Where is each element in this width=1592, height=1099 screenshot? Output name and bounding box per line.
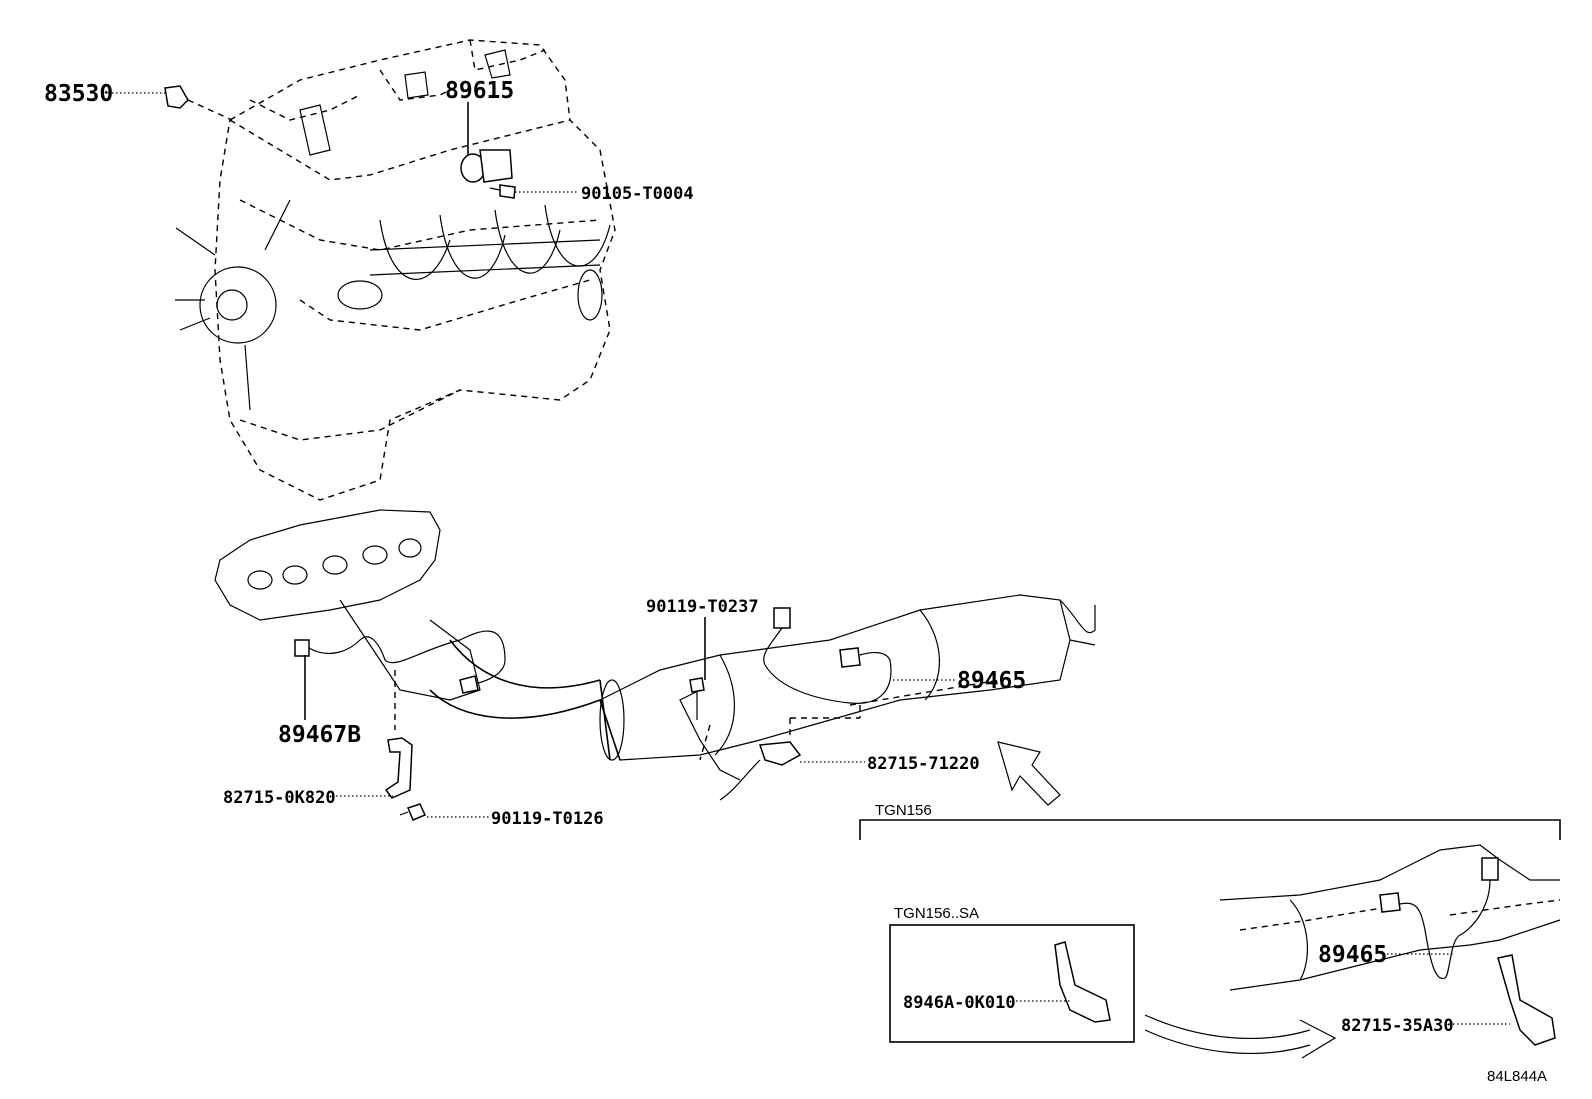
callout-89465-main: 89465	[957, 668, 1026, 694]
bolt-90105-part	[489, 184, 516, 199]
callout-89465-tgn156: 89465	[1318, 942, 1387, 968]
callout-8946a-0k010: 8946A-0K010	[903, 993, 1016, 1013]
tgn156sa-inset	[889, 924, 1337, 1059]
label-tgn156-sa: TGN156..SA	[894, 905, 979, 922]
callout-82715-0k820: 82715-0K820	[223, 788, 336, 808]
bracket-0k820-part	[384, 737, 427, 821]
bolt-t0237-part	[689, 677, 711, 761]
callout-89615: 89615	[445, 78, 514, 104]
callout-90119-t0126: 90119-T0126	[491, 809, 604, 829]
callout-90105-t0004: 90105-T0004	[581, 184, 694, 204]
bracket-71220-part	[719, 741, 802, 801]
callout-83530: 83530	[44, 81, 113, 107]
engine-block-illustration	[175, 39, 616, 501]
oxygen-sensor-89465-part	[679, 607, 892, 781]
direction-arrow-icon	[997, 741, 1061, 806]
knock-sensor-part	[460, 149, 513, 183]
air-fuel-sensor-part	[294, 630, 506, 730]
diagram-id: 84L844A	[1487, 1068, 1547, 1085]
tgn156-region	[859, 819, 1561, 1046]
callout-82715-35a30: 82715-35A30	[1341, 1016, 1454, 1036]
label-tgn156: TGN156	[875, 802, 932, 819]
callout-90119-t0237: 90119-T0237	[646, 597, 759, 617]
leader-lines	[108, 92, 1510, 1025]
oil-pressure-switch-part	[164, 85, 233, 121]
exhaust-manifold-illustration	[214, 509, 621, 761]
callout-89467b: 89467B	[278, 722, 361, 748]
callout-82715-71220: 82715-71220	[867, 754, 980, 774]
exhaust-pipe-illustration	[599, 594, 1096, 761]
